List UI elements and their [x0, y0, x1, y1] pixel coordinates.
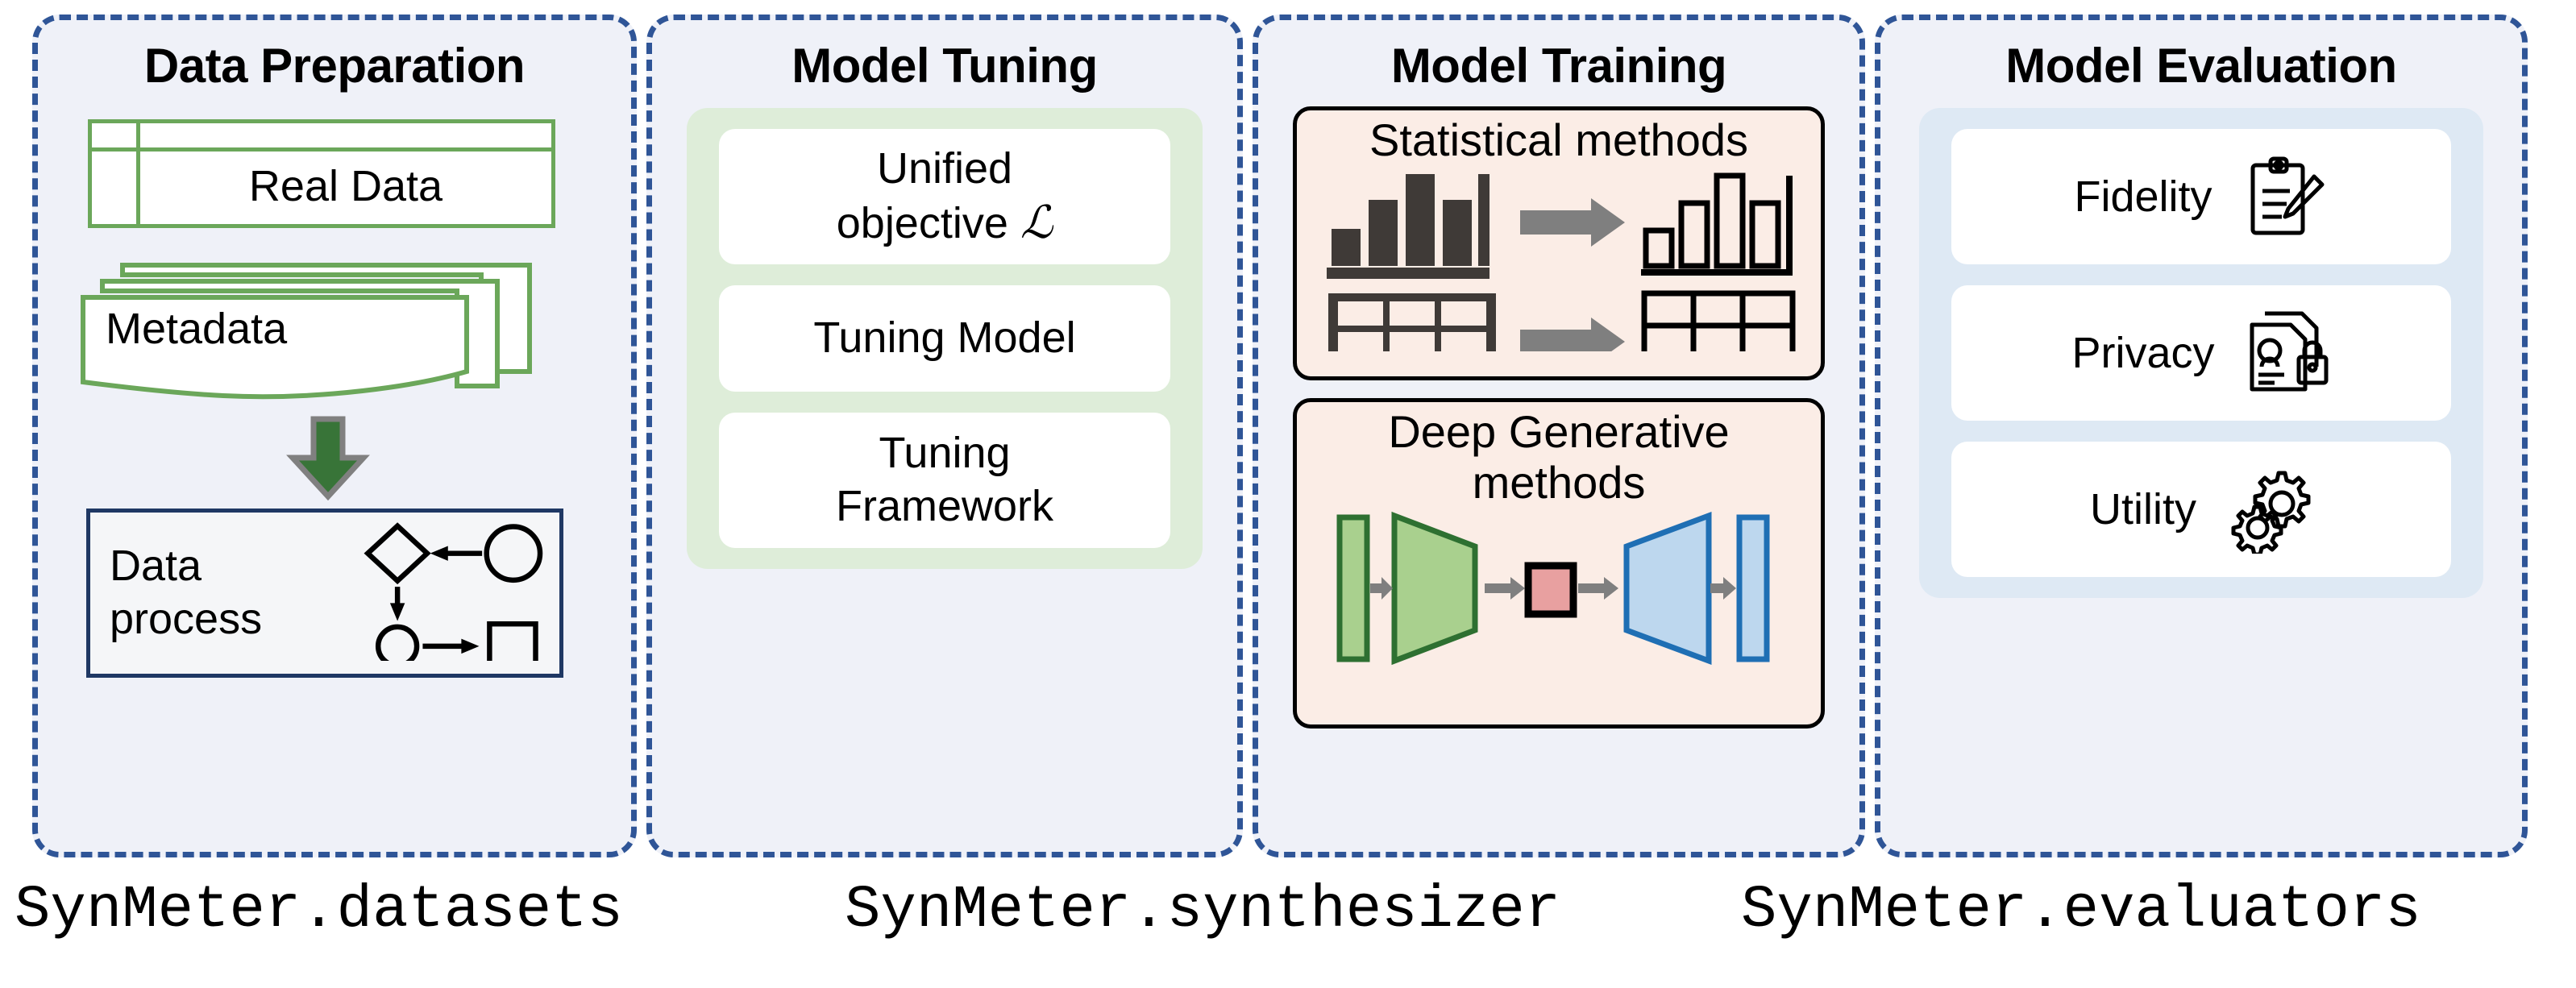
data-process-line-2: process — [110, 595, 263, 643]
green-arrow-shape — [286, 416, 370, 501]
pipeline-panels: Data Preparation Real Data Metadata — [32, 15, 2528, 857]
unified-objective-word: objective — [836, 198, 1008, 247]
caption-synthesizer: SynMeter.synthesizer — [845, 877, 1561, 944]
bar-chart-outline-icon — [1643, 172, 1781, 269]
tuning-card-tuning-framework[interactable]: Tuning Framework — [719, 413, 1170, 548]
data-process-flow-icon — [351, 513, 559, 674]
panel-model-training: Model Training Statistical methods — [1253, 15, 1865, 857]
deep-generative-line-2: methods — [1472, 456, 1646, 508]
table-header-rule — [92, 147, 551, 152]
evaluation-card-utility[interactable]: Utility — [1951, 442, 2451, 577]
data-preparation-body: Real Data Metadata — [38, 102, 631, 852]
data-process-label: Data process — [90, 540, 351, 646]
encoder-decoder-icon — [1317, 508, 1801, 724]
caption-evaluators: SynMeter.evaluators — [1741, 877, 2421, 944]
clipboard-pencil-icon — [2240, 152, 2329, 241]
panel-title-model-training: Model Training — [1390, 39, 1727, 93]
loss-symbol: ℒ — [1020, 197, 1053, 248]
data-process-box: Data process — [86, 509, 563, 678]
panel-data-preparation: Data Preparation Real Data Metadata — [32, 15, 637, 857]
deep-generative-methods-label: Deep Generative methods — [1333, 406, 1785, 508]
deep-generative-methods-box: Deep Generative methods — [1293, 398, 1825, 729]
tuning-framework-line-1: Tuning — [879, 429, 1011, 478]
unified-objective-line-1: Unified — [876, 143, 1013, 193]
metadata-label: Metadata — [106, 305, 288, 353]
unified-objective-label: Unified objective ℒ — [837, 143, 1053, 251]
metadata-stack-shapes — [81, 263, 532, 400]
tuning-card-unified-objective[interactable]: Unified objective ℒ — [719, 129, 1170, 264]
deep-generative-line-1: Deep Generative — [1388, 406, 1730, 457]
tuning-framework-label: Tuning Framework — [836, 427, 1053, 533]
statistical-transform-shapes — [1327, 172, 1796, 393]
panel-title-model-tuning: Model Tuning — [791, 39, 1098, 93]
gears-icon — [2224, 465, 2312, 557]
module-captions: SynMeter.datasets SynMeter.synthesizer S… — [0, 872, 2576, 988]
flow-arrows — [1370, 577, 1736, 600]
flow-diagram-shapes — [364, 522, 543, 673]
table-column-rule — [136, 123, 140, 224]
document-person-lock-icon — [2242, 309, 2331, 397]
privacy-label: Privacy — [2071, 329, 2215, 377]
green-down-arrow-icon — [280, 416, 376, 501]
tuning-model-label: Tuning Model — [813, 313, 1076, 363]
table-outline-icon — [1641, 290, 1796, 393]
unified-objective-line-2: objective ℒ — [837, 196, 1053, 251]
arrow-right-icon — [1520, 197, 1625, 247]
statistical-methods-box: Statistical methods — [1293, 106, 1825, 393]
statistical-methods-label: Statistical methods — [1369, 114, 1748, 165]
tuning-card-tuning-model[interactable]: Tuning Model — [719, 285, 1170, 392]
table-filled-icon — [1328, 293, 1496, 390]
bar-chart-outline-axis — [1641, 175, 1793, 276]
model-tuning-group: Unified objective ℒ Tuning Model Tuning … — [687, 108, 1203, 569]
caption-datasets: SynMeter.datasets — [15, 877, 623, 944]
panel-title-model-evaluation: Model Evaluation — [2005, 39, 2397, 93]
fidelity-label: Fidelity — [2074, 172, 2212, 221]
tuning-framework-line-2: Framework — [835, 482, 1054, 530]
evaluation-card-fidelity[interactable]: Fidelity — [1951, 129, 2451, 264]
evaluation-card-privacy[interactable]: Privacy — [1951, 285, 2451, 421]
real-data-label: Real Data — [248, 161, 443, 210]
utility-label: Utility — [2090, 485, 2196, 533]
panel-title-data-preparation: Data Preparation — [143, 39, 526, 93]
bar-chart-filled-icon — [1327, 173, 1490, 279]
statistical-methods-icons — [1317, 166, 1801, 393]
metadata-stack-icon: Metadata — [78, 251, 562, 404]
real-data-table-icon: Real Data — [88, 119, 555, 228]
arrow-right-icon — [1520, 317, 1625, 366]
panel-model-evaluation: Model Evaluation Fidelity — [1875, 15, 2528, 857]
panel-model-tuning: Model Tuning Unified objective ℒ Tuning … — [646, 15, 1243, 857]
data-process-line-1: Data — [110, 542, 202, 591]
model-evaluation-group: Fidelity Privacy — [1919, 108, 2483, 598]
encoder-decoder-shapes — [1336, 512, 1770, 666]
